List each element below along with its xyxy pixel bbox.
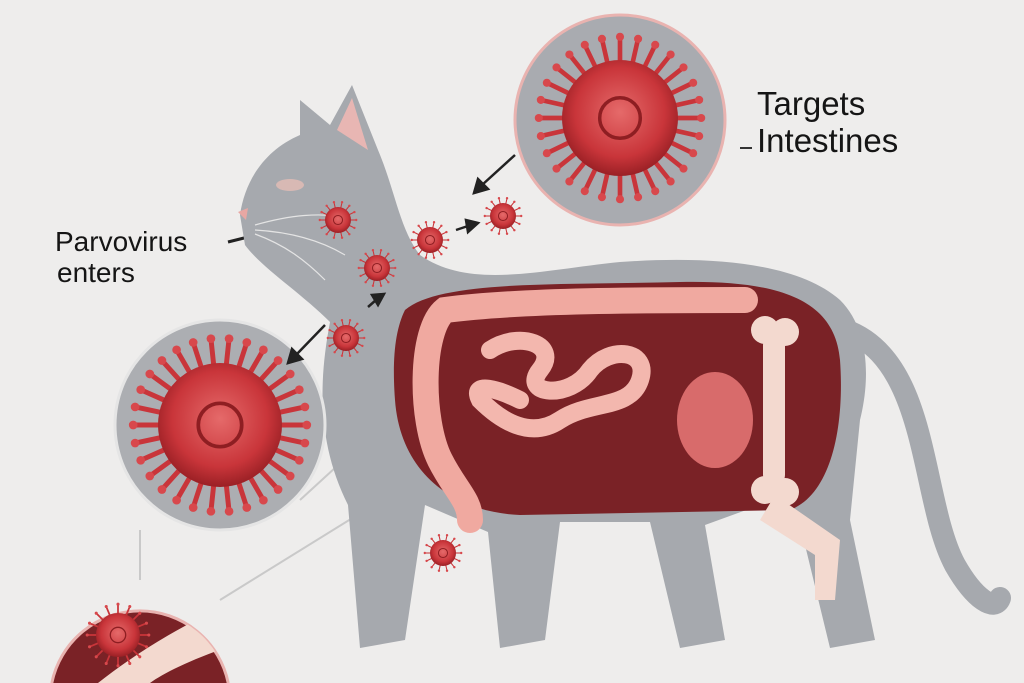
label-line: Intestines xyxy=(757,121,899,159)
virus-particles xyxy=(85,32,706,668)
label-parvovirus-enters: Parvovirus enters xyxy=(55,226,187,289)
hind-leg-bone xyxy=(751,316,840,600)
virus-icon xyxy=(534,32,706,204)
virus-icon xyxy=(326,319,366,357)
magnifier-bone xyxy=(50,609,230,683)
virus-icon xyxy=(423,534,463,572)
stomach xyxy=(677,372,753,468)
virus-icon xyxy=(318,201,358,239)
virus-icon xyxy=(85,602,151,668)
arrows xyxy=(286,154,516,365)
large-intestine xyxy=(412,287,758,533)
label-line: enters xyxy=(57,257,135,289)
small-intestine xyxy=(469,331,651,438)
virus-icon xyxy=(128,334,312,516)
cat-nose xyxy=(238,208,248,220)
virus-icon xyxy=(410,221,450,259)
label-targets-intestines: Targets Intestines xyxy=(757,85,899,160)
label-line: Parvovirus xyxy=(55,226,188,257)
cat-ear-inner xyxy=(337,98,368,150)
virus-icon xyxy=(483,197,523,235)
virus-icon xyxy=(357,249,397,287)
cat-eye xyxy=(276,179,304,191)
label-line: Targets xyxy=(757,85,866,122)
cat-tail xyxy=(834,319,1011,615)
